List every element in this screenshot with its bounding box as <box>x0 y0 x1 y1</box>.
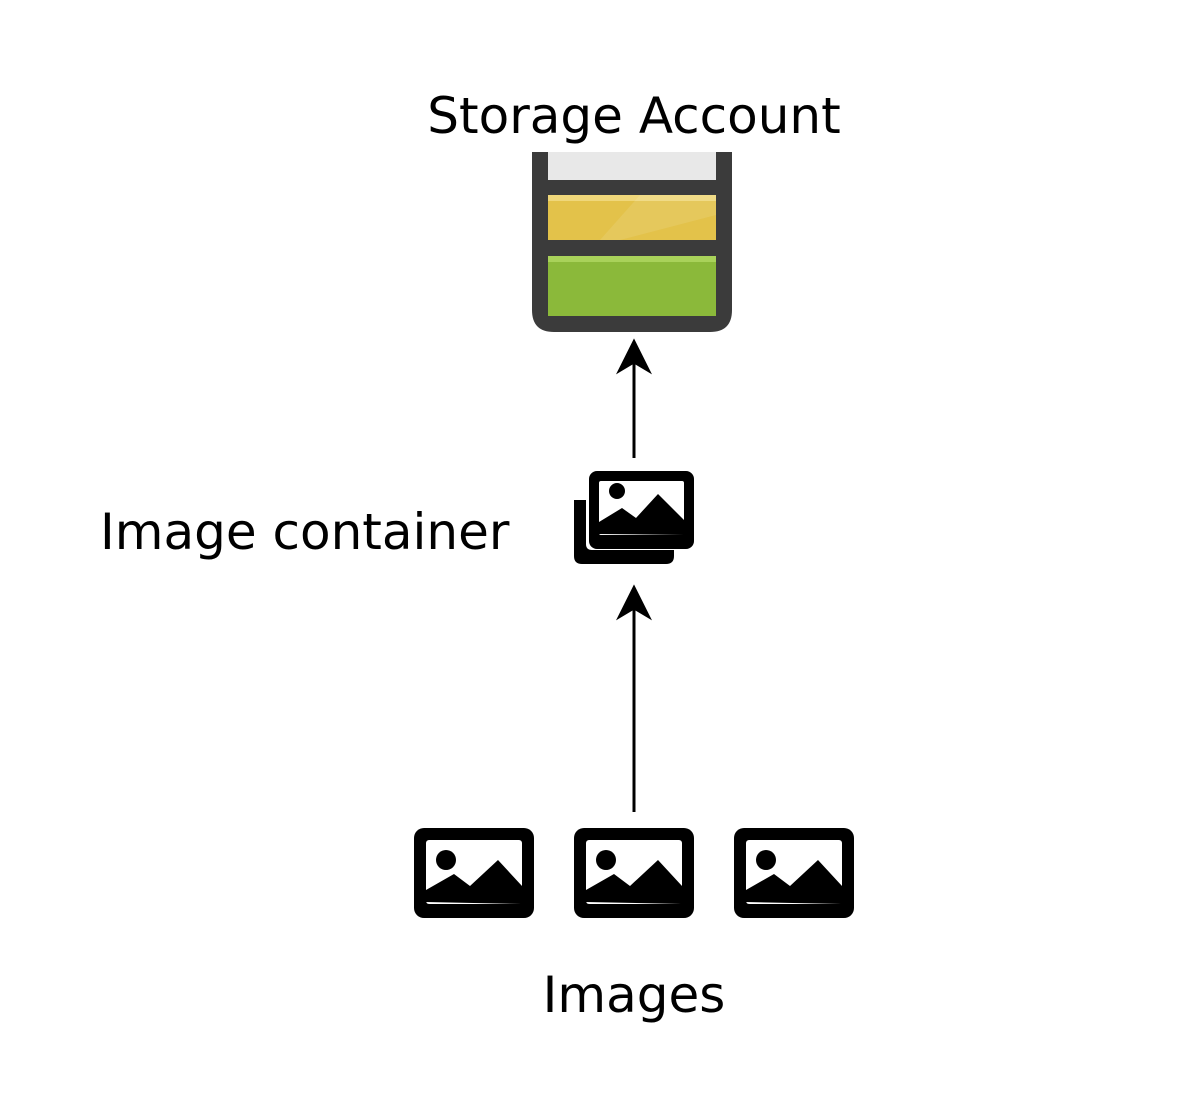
images-label: Images <box>543 966 726 1024</box>
storage-account-icon <box>532 152 732 332</box>
storage-account-label: Storage Account <box>427 87 840 145</box>
image-container-label: Image container <box>100 503 510 561</box>
image-icon <box>734 828 854 918</box>
image-container-icon <box>574 471 694 564</box>
image-icon <box>414 828 534 918</box>
image-icon <box>574 828 694 918</box>
